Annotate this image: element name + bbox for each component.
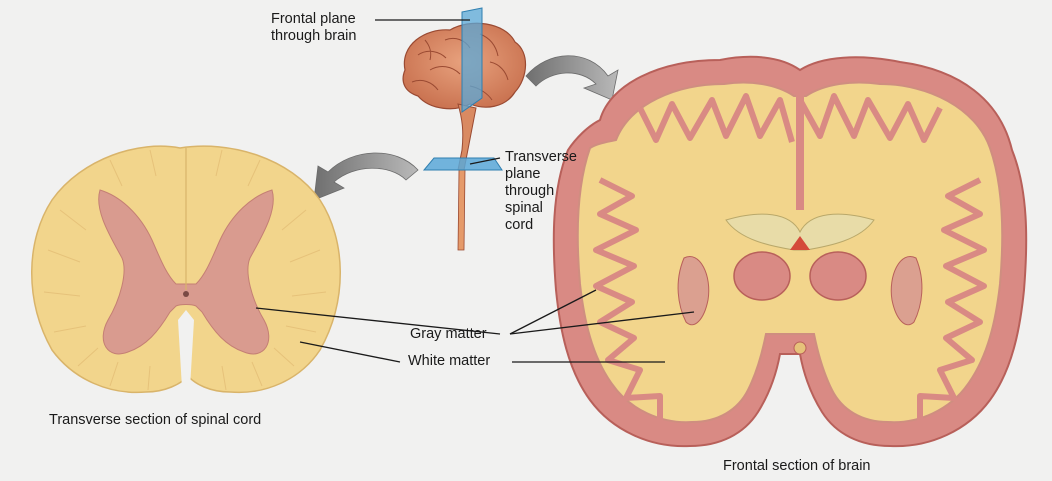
left-lentiform (677, 256, 710, 326)
leader-white-spinal (299, 341, 401, 363)
spinal-gray-matter (98, 189, 274, 355)
leader-transverse-plane (469, 157, 501, 165)
gray-matter-label: Gray matter (410, 326, 487, 342)
lateral-ventricles (725, 213, 875, 251)
right-curved-arrow (525, 55, 619, 101)
transverse-plane-label: Transverse plane through spinal cord (505, 149, 577, 233)
spinal-median-fissure (178, 310, 194, 388)
leader-gray-spinal (255, 307, 501, 335)
leader-gray-brain-deep (509, 311, 695, 335)
central-canal (183, 291, 189, 297)
small-spinal-cord (457, 169, 466, 251)
leader-lines (255, 19, 695, 363)
left-curved-arrow (313, 152, 419, 201)
left-thalamus (733, 251, 791, 301)
brain-white-matter (576, 81, 1004, 424)
right-lentiform (890, 256, 923, 326)
brain-section-caption: Frontal section of brain (723, 458, 871, 474)
frontal-plane-label: Frontal plane through brain (271, 11, 357, 44)
spinal-section-caption: Transverse section of spinal cord (49, 412, 262, 428)
right-thalamus (809, 251, 867, 301)
frontal-plane-icon (461, 7, 483, 113)
brain-section (552, 55, 1028, 448)
white-matter-label: White matter (408, 353, 491, 369)
spinal-cord-section (31, 145, 341, 394)
leader-gray-brain-cortex (509, 289, 597, 335)
